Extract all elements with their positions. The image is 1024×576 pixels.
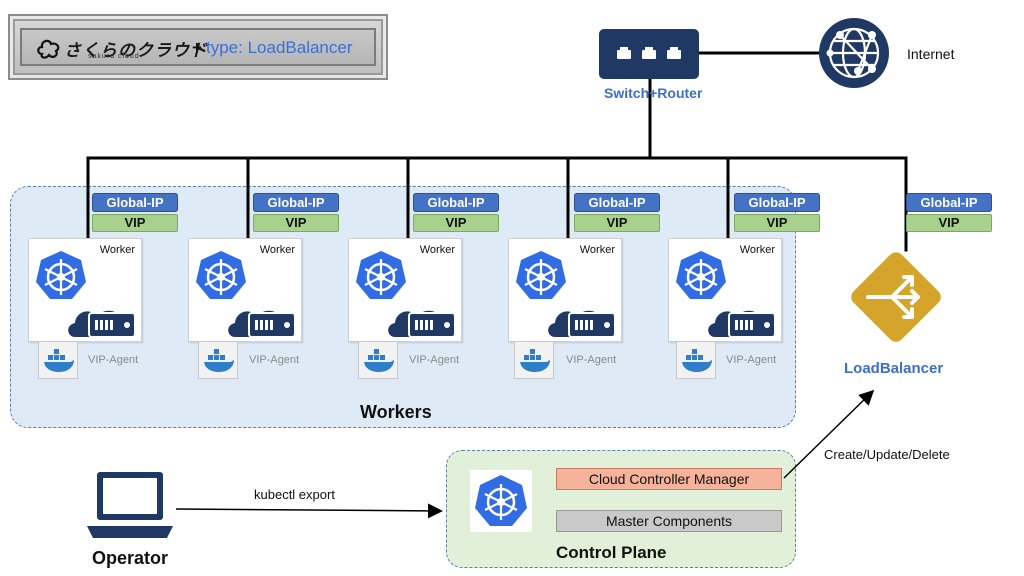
load-balancer-icon xyxy=(851,252,941,342)
internet-globe-icon xyxy=(819,18,889,88)
workers-region-label: Workers xyxy=(360,402,432,422)
docker-icon xyxy=(358,341,398,379)
k8s-cloud-server-icon xyxy=(36,251,136,338)
docker-icon xyxy=(676,341,716,379)
worker-2-vip-tag: VIP xyxy=(253,214,339,232)
load-balancer-label: LoadBalancer xyxy=(844,360,944,377)
worker-label: Worker xyxy=(99,244,135,256)
worker-card-2: Worker xyxy=(188,238,302,342)
worker-card-4: Worker xyxy=(508,238,622,342)
switch-router-label: Switch+Router xyxy=(604,85,703,101)
create-update-delete-arrow xyxy=(783,389,875,479)
kubectl-arrow xyxy=(175,503,443,519)
title-type-text: type: LoadBalancer xyxy=(206,38,353,57)
lb-global-ip-tag: Global-IP xyxy=(906,193,992,212)
control-plane-label: Control Plane xyxy=(556,543,667,562)
k8s-cloud-server-icon xyxy=(676,251,776,338)
brand-text: さくらのクラウド xyxy=(64,41,208,60)
worker-label: Worker xyxy=(259,244,295,256)
vip-agent-label: VIP-Agent xyxy=(409,354,460,366)
vip-agent-label: VIP-Agent xyxy=(726,354,777,366)
worker-3-global-ip-tag: Global-IP xyxy=(413,193,499,212)
worker-card-5: Worker xyxy=(668,238,782,342)
worker-1-vip-tag: VIP xyxy=(92,214,178,232)
vip-agent-label: VIP-Agent xyxy=(249,354,300,366)
sakura-cloud-logo-icon xyxy=(37,39,60,59)
worker-label: Worker xyxy=(739,244,775,256)
k8s-cloud-server-icon xyxy=(516,251,616,338)
cloud-controller-manager-box: Cloud Controller Manager xyxy=(556,468,782,490)
k8s-cloud-server-icon xyxy=(356,251,456,338)
worker-label: Worker xyxy=(419,244,455,256)
worker-2-global-ip-tag: Global-IP xyxy=(253,193,339,212)
worker-3-vip-tag: VIP xyxy=(413,214,499,232)
create-update-delete-label: Create/Update/Delete xyxy=(824,447,950,462)
operator-label: Operator xyxy=(92,548,169,568)
worker-label: Worker xyxy=(579,244,615,256)
kubernetes-control-icon xyxy=(470,470,532,532)
lb-vip-tag: VIP xyxy=(906,214,992,232)
worker-5-global-ip-tag: Global-IP xyxy=(734,193,820,212)
kubectl-export-label: kubectl export xyxy=(254,487,335,502)
switch-router-icon xyxy=(599,29,699,79)
vip-agent-label: VIP-Agent xyxy=(88,354,139,366)
title-banner: さくらのクラウド sakura cloud + type: LoadBalanc… xyxy=(8,14,388,80)
worker-5-vip-tag: VIP xyxy=(734,214,820,232)
worker-card-1: Worker xyxy=(28,238,142,342)
worker-card-3: Worker xyxy=(348,238,462,342)
master-components-box: Master Components xyxy=(556,510,782,532)
operator-laptop-icon xyxy=(87,472,173,538)
worker-4-vip-tag: VIP xyxy=(574,214,660,232)
title-plus: + xyxy=(192,38,202,57)
brand-subtext: sakura cloud xyxy=(88,53,140,60)
docker-icon xyxy=(514,341,554,379)
docker-icon xyxy=(198,341,238,379)
internet-label: Internet xyxy=(907,46,955,62)
k8s-cloud-server-icon xyxy=(196,251,296,338)
worker-4-global-ip-tag: Global-IP xyxy=(574,193,660,212)
vip-agent-label: VIP-Agent xyxy=(566,354,617,366)
worker-1-global-ip-tag: Global-IP xyxy=(92,193,178,212)
docker-icon xyxy=(38,341,78,379)
